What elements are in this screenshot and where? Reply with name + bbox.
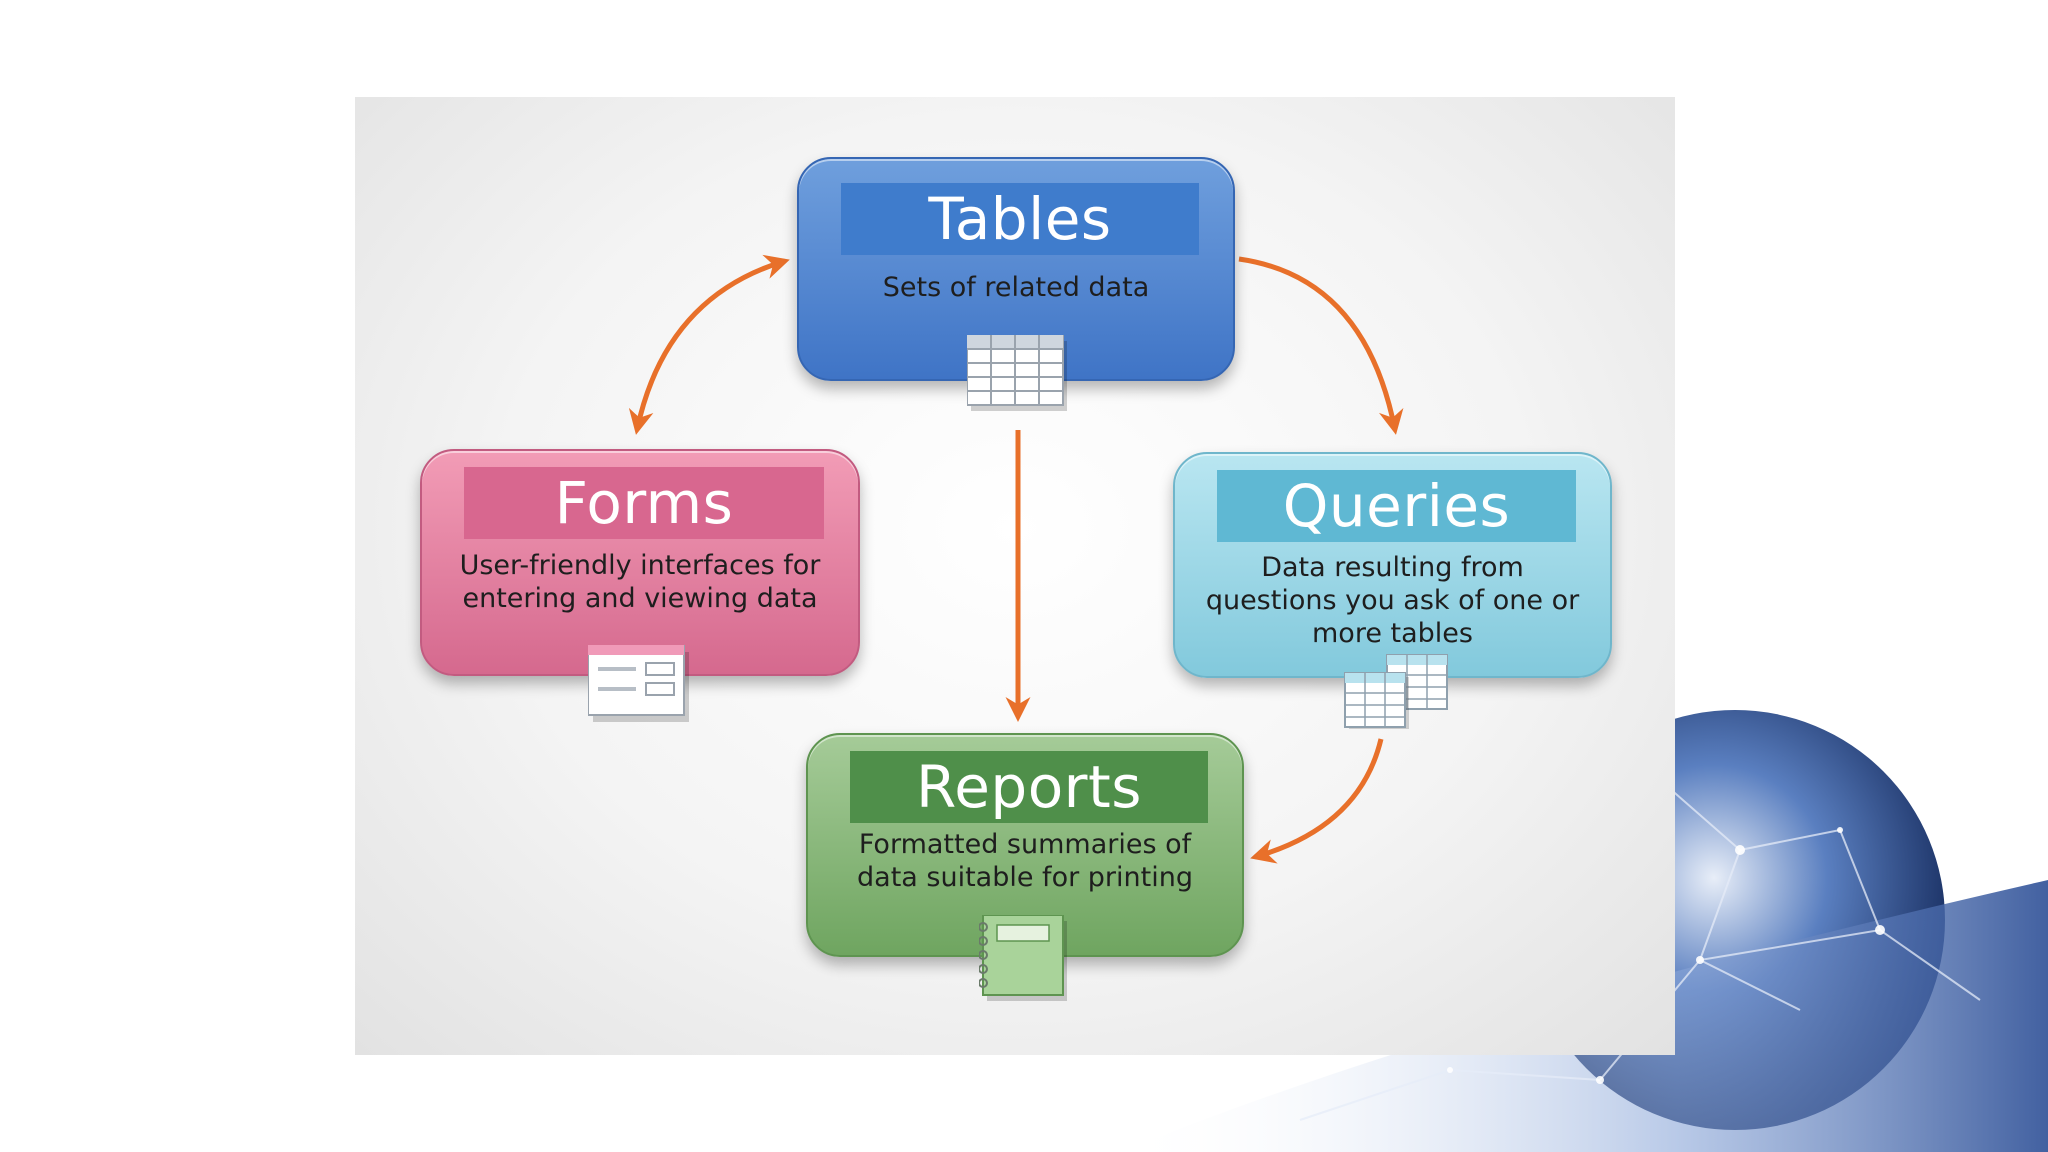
diagram-arrows xyxy=(628,254,1404,864)
edge-tables-forms xyxy=(628,254,790,435)
node-queries-title: Queries xyxy=(1217,470,1576,542)
node-tables-description: Sets of related data xyxy=(882,272,1150,303)
node-tables-title: Tables xyxy=(841,183,1199,255)
edge-queries-reports xyxy=(1250,738,1384,864)
form-window-icon xyxy=(588,645,689,722)
stacked-tables-icon xyxy=(1344,654,1448,729)
edge-tables-queries xyxy=(1238,256,1404,435)
node-forms: Forms User-friendly interfaces for enter… xyxy=(420,449,860,676)
table-grid-icon xyxy=(967,335,1067,411)
database-objects-diagram: Tables Sets of related data Forms User-f… xyxy=(355,97,1675,1055)
node-reports: Reports Formatted summaries of data suit… xyxy=(806,733,1244,957)
node-forms-title: Forms xyxy=(464,467,824,539)
node-queries-description: Data resulting from questions you ask of… xyxy=(1205,552,1580,649)
node-reports-description: Formatted summaries of data suitable for… xyxy=(857,829,1193,893)
node-queries: Queries Data resulting from questions yo… xyxy=(1173,452,1612,678)
node-reports-title: Reports xyxy=(850,751,1208,823)
report-notebook-icon xyxy=(979,915,1067,1001)
node-forms-description: User-friendly interfaces for entering an… xyxy=(459,550,821,614)
